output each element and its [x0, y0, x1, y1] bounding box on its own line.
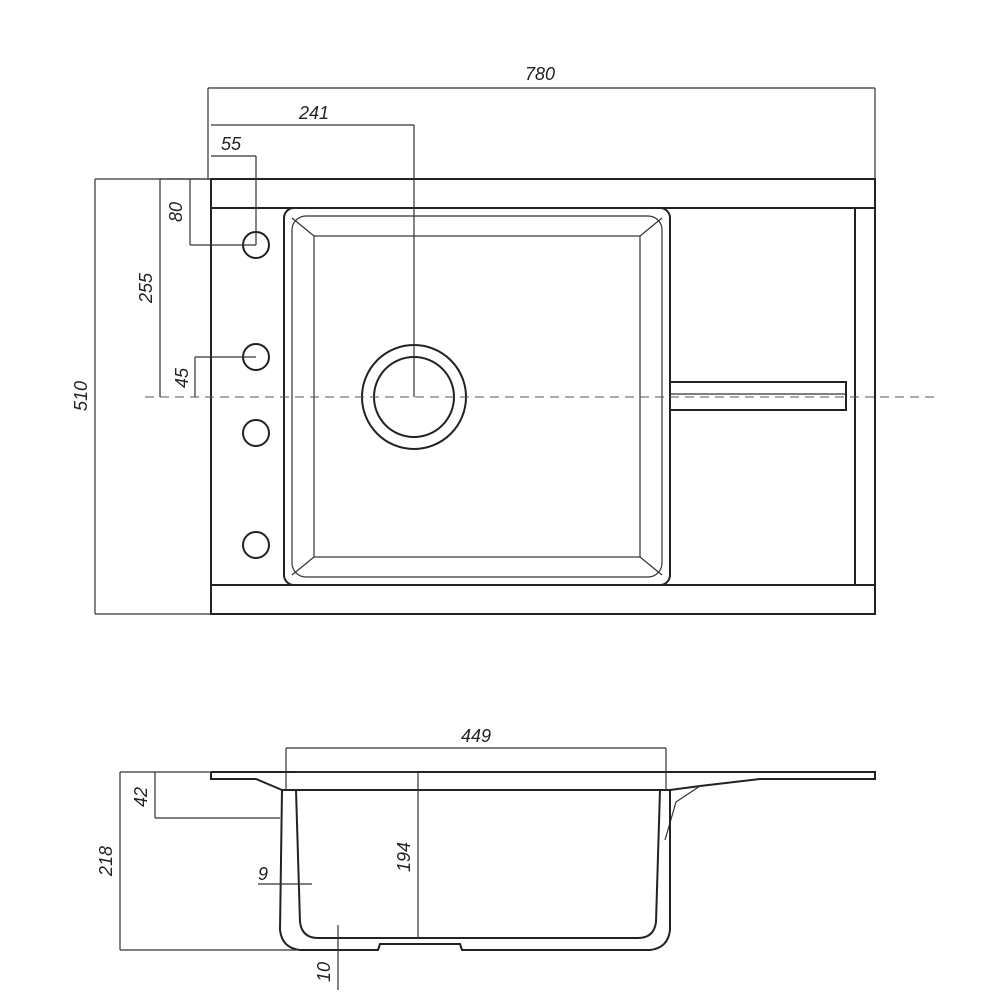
- bowl-corner-line: [291, 217, 315, 237]
- dim-hole-bottom: 45: [172, 367, 192, 388]
- bowl-section-outer: [278, 789, 671, 951]
- bowl-corner-line: [639, 556, 663, 576]
- top-view: 780 241 55 80 255 45 510: [71, 64, 935, 615]
- dim-overall-height: 218: [96, 846, 116, 877]
- bowl-corner-line: [639, 217, 663, 237]
- dim-overall-depth: 510: [71, 381, 91, 411]
- bowl-corner-line: [291, 556, 315, 576]
- drainboard-support: [664, 785, 701, 841]
- dim-bowl-depth: 194: [394, 842, 414, 872]
- tap-hole-4: [242, 531, 270, 559]
- dim-hole-top: 80: [166, 202, 186, 222]
- dim-wall: 9: [258, 864, 268, 884]
- dim-bottom: 10: [314, 962, 334, 982]
- tap-hole-3: [242, 419, 270, 447]
- countertop-slab-right: [211, 771, 876, 791]
- countertop-slab-left: [210, 772, 283, 791]
- dim-drain-offset: 241: [298, 103, 329, 123]
- overflow-slot: [669, 381, 847, 411]
- dim-hole-offset: 55: [221, 134, 242, 154]
- dim-bowl-width: 449: [461, 726, 491, 746]
- dim-hole-spacing: 255: [136, 272, 156, 304]
- dim-overall-width: 780: [525, 64, 555, 84]
- section-view: 449 42 194 218 9 10: [96, 726, 876, 990]
- dim-rim-height: 42: [131, 787, 151, 807]
- bowl-section-inner: [295, 789, 661, 939]
